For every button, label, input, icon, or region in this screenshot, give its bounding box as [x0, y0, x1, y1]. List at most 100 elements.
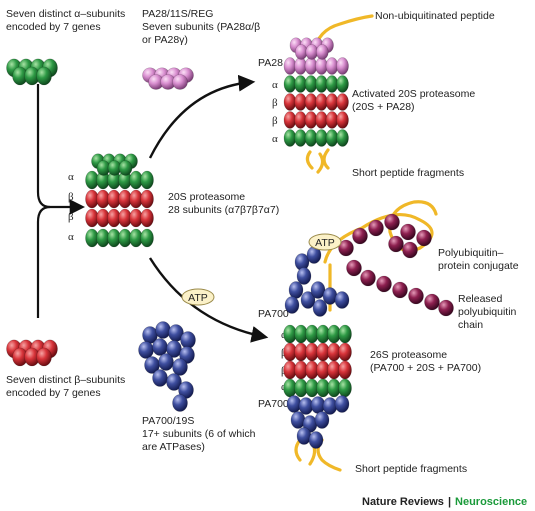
- beta-subunit: [140, 208, 154, 228]
- ubiquitin-subunit: [360, 269, 376, 287]
- beta-subunit-ring-free: [6, 339, 58, 367]
- beta-subunits-label: Seven distinct β–subunits encoded by 7 g…: [6, 374, 125, 399]
- atp-oval-26s: ATP: [308, 233, 342, 251]
- ubiquitin-subunit: [424, 293, 440, 311]
- ubiquitin-subunit: [408, 287, 424, 305]
- pa28-caption-line3: or PA28γ): [142, 34, 188, 46]
- alpha-subunits-line1: Seven distinct α–subunits: [6, 8, 125, 20]
- 20s-alpha-ring-top: [85, 170, 154, 190]
- alpha-subunit: [338, 324, 352, 344]
- pa700-subunit: [166, 340, 182, 358]
- polyubiquitin-conjugate-label: Polyubiquitin– protein conjugate: [438, 247, 519, 272]
- activated-alpha-ring-bottom: [283, 129, 349, 147]
- fragment-1: [305, 150, 314, 170]
- journal-footer: Nature Reviews|Neuroscience: [362, 496, 527, 508]
- ubiquitin-subunit: [402, 241, 418, 259]
- ring-label-activated-alpha-bottom: α: [272, 133, 278, 145]
- released-line3: chain: [458, 319, 483, 331]
- conjugate-chain: [323, 200, 438, 264]
- activated-proteasome-line2: (20S + PA28): [352, 101, 415, 113]
- proteasome-26s-ring-labels: PA700 α β β α PA700: [258, 308, 289, 410]
- activated-pa28-band: [283, 57, 349, 75]
- beta-subunits-line2: encoded by 7 genes: [6, 387, 101, 399]
- pa700-caption-line2: 17+ subunits (6 of which: [142, 428, 256, 440]
- ring-label-alpha-top: α: [68, 171, 74, 183]
- alpha-subunit: [140, 228, 154, 248]
- pa700-subunit: [334, 395, 350, 413]
- pa700-subunit: [138, 341, 154, 359]
- 26s-pa700-cap-bottom: [286, 395, 350, 449]
- activated-ring-labels: PA28 α β β α: [258, 57, 283, 145]
- alpha-subunit: [36, 66, 52, 86]
- pa700-caption-line1: PA700/19S: [142, 415, 194, 427]
- 26s-pa700-cap-top: [284, 246, 350, 317]
- pa700-subunit: [334, 291, 350, 309]
- pa28-caption-line1: PA28/11S/REG: [142, 8, 213, 20]
- ubiquitin-subunit: [384, 213, 400, 231]
- pa700-caption: PA700/19S 17+ subunits (6 of which are A…: [142, 415, 256, 453]
- ring-label-alpha-bottom: α: [68, 231, 74, 243]
- pa28-caption-line2: Seven subunits (PA28α/β: [142, 21, 260, 33]
- released-chain-label: Released polyubiquitin chain: [458, 293, 517, 331]
- arrow-to-26s: [148, 257, 269, 343]
- beta-subunit: [336, 111, 349, 129]
- fragment-3: [322, 148, 330, 170]
- 20s-top-face: [91, 153, 138, 176]
- ubiquitin-subunit: [388, 235, 404, 253]
- proteasome-20s-line1: 20S proteasome: [168, 191, 245, 203]
- atp-label-26s: ATP: [315, 237, 335, 249]
- pa700-subunit: [158, 353, 174, 371]
- journal-name: Nature Reviews: [362, 496, 444, 508]
- proteasome-26s-line1: 26S proteasome: [370, 349, 447, 361]
- ring-label-beta-lower: β: [68, 211, 74, 223]
- alpha-subunit: [118, 160, 133, 176]
- pa700-subunit: [310, 281, 326, 299]
- 26s-beta-ring-lower: [283, 360, 352, 380]
- released-polyubiquitin-chain: [346, 259, 454, 317]
- ubiquitin-subunit: [376, 275, 392, 293]
- fragment-4: [294, 438, 302, 462]
- pa700-subunit: [180, 331, 196, 349]
- activated-alpha-ring-top: [283, 75, 349, 93]
- pa700-subunit: [314, 411, 330, 429]
- short-fragments-label-top: Short peptide fragments: [352, 167, 464, 179]
- conjugate-line1: Polyubiquitin–: [438, 247, 504, 259]
- ring-label-pa28: PA28: [258, 57, 283, 69]
- alpha-subunit: [338, 378, 352, 398]
- ring-label-pa700-bottom: PA700: [258, 398, 289, 410]
- pa700-subunit: [155, 321, 171, 339]
- protein-balls: [6, 37, 454, 449]
- ring-label-pa700-top: PA700: [258, 308, 289, 320]
- non-ubiquitinated-peptide-label: Non-ubiquitinated peptide: [375, 10, 495, 22]
- pa700-subunit: [179, 346, 195, 364]
- alpha-subunit: [336, 129, 349, 147]
- alpha-subunit-ring-free: [6, 58, 58, 86]
- ring-label-beta-upper: β: [68, 191, 74, 203]
- activated-pa28-top: [289, 37, 334, 60]
- alpha-subunit: [336, 75, 349, 93]
- beta-subunits-line1: Seven distinct β–subunits: [6, 374, 125, 386]
- ubiquitin-subunit: [338, 239, 354, 257]
- ring-label-activated-beta-upper: β: [272, 97, 278, 109]
- bracket-arrow: [36, 84, 86, 318]
- ring-label-activated-alpha-top: α: [272, 79, 278, 91]
- pa700-subunit: [312, 299, 328, 317]
- journal-section: Neuroscience: [455, 496, 527, 508]
- ubiquitin-subunit: [352, 227, 368, 245]
- pa700-subunit: [296, 267, 312, 285]
- polyubiquitin-conjugate: [338, 213, 432, 259]
- pa28-subunit: [336, 57, 349, 75]
- fragment-2: [316, 152, 325, 174]
- pa700-free: [138, 321, 196, 412]
- ubiquitin-subunit: [392, 281, 408, 299]
- pa700-subunit: [308, 431, 324, 449]
- alpha-subunit: [140, 170, 154, 190]
- pa28-caption: PA28/11S/REG Seven subunits (PA28α/β or …: [142, 8, 260, 46]
- 26s-alpha-ring-top: [283, 324, 352, 344]
- pa700-subunit: [284, 296, 300, 314]
- pa700-caption-line3: are ATPases): [142, 441, 205, 453]
- beta-subunit: [338, 360, 352, 380]
- beta-subunit: [336, 93, 349, 111]
- activated-beta-ring-lower: [283, 111, 349, 129]
